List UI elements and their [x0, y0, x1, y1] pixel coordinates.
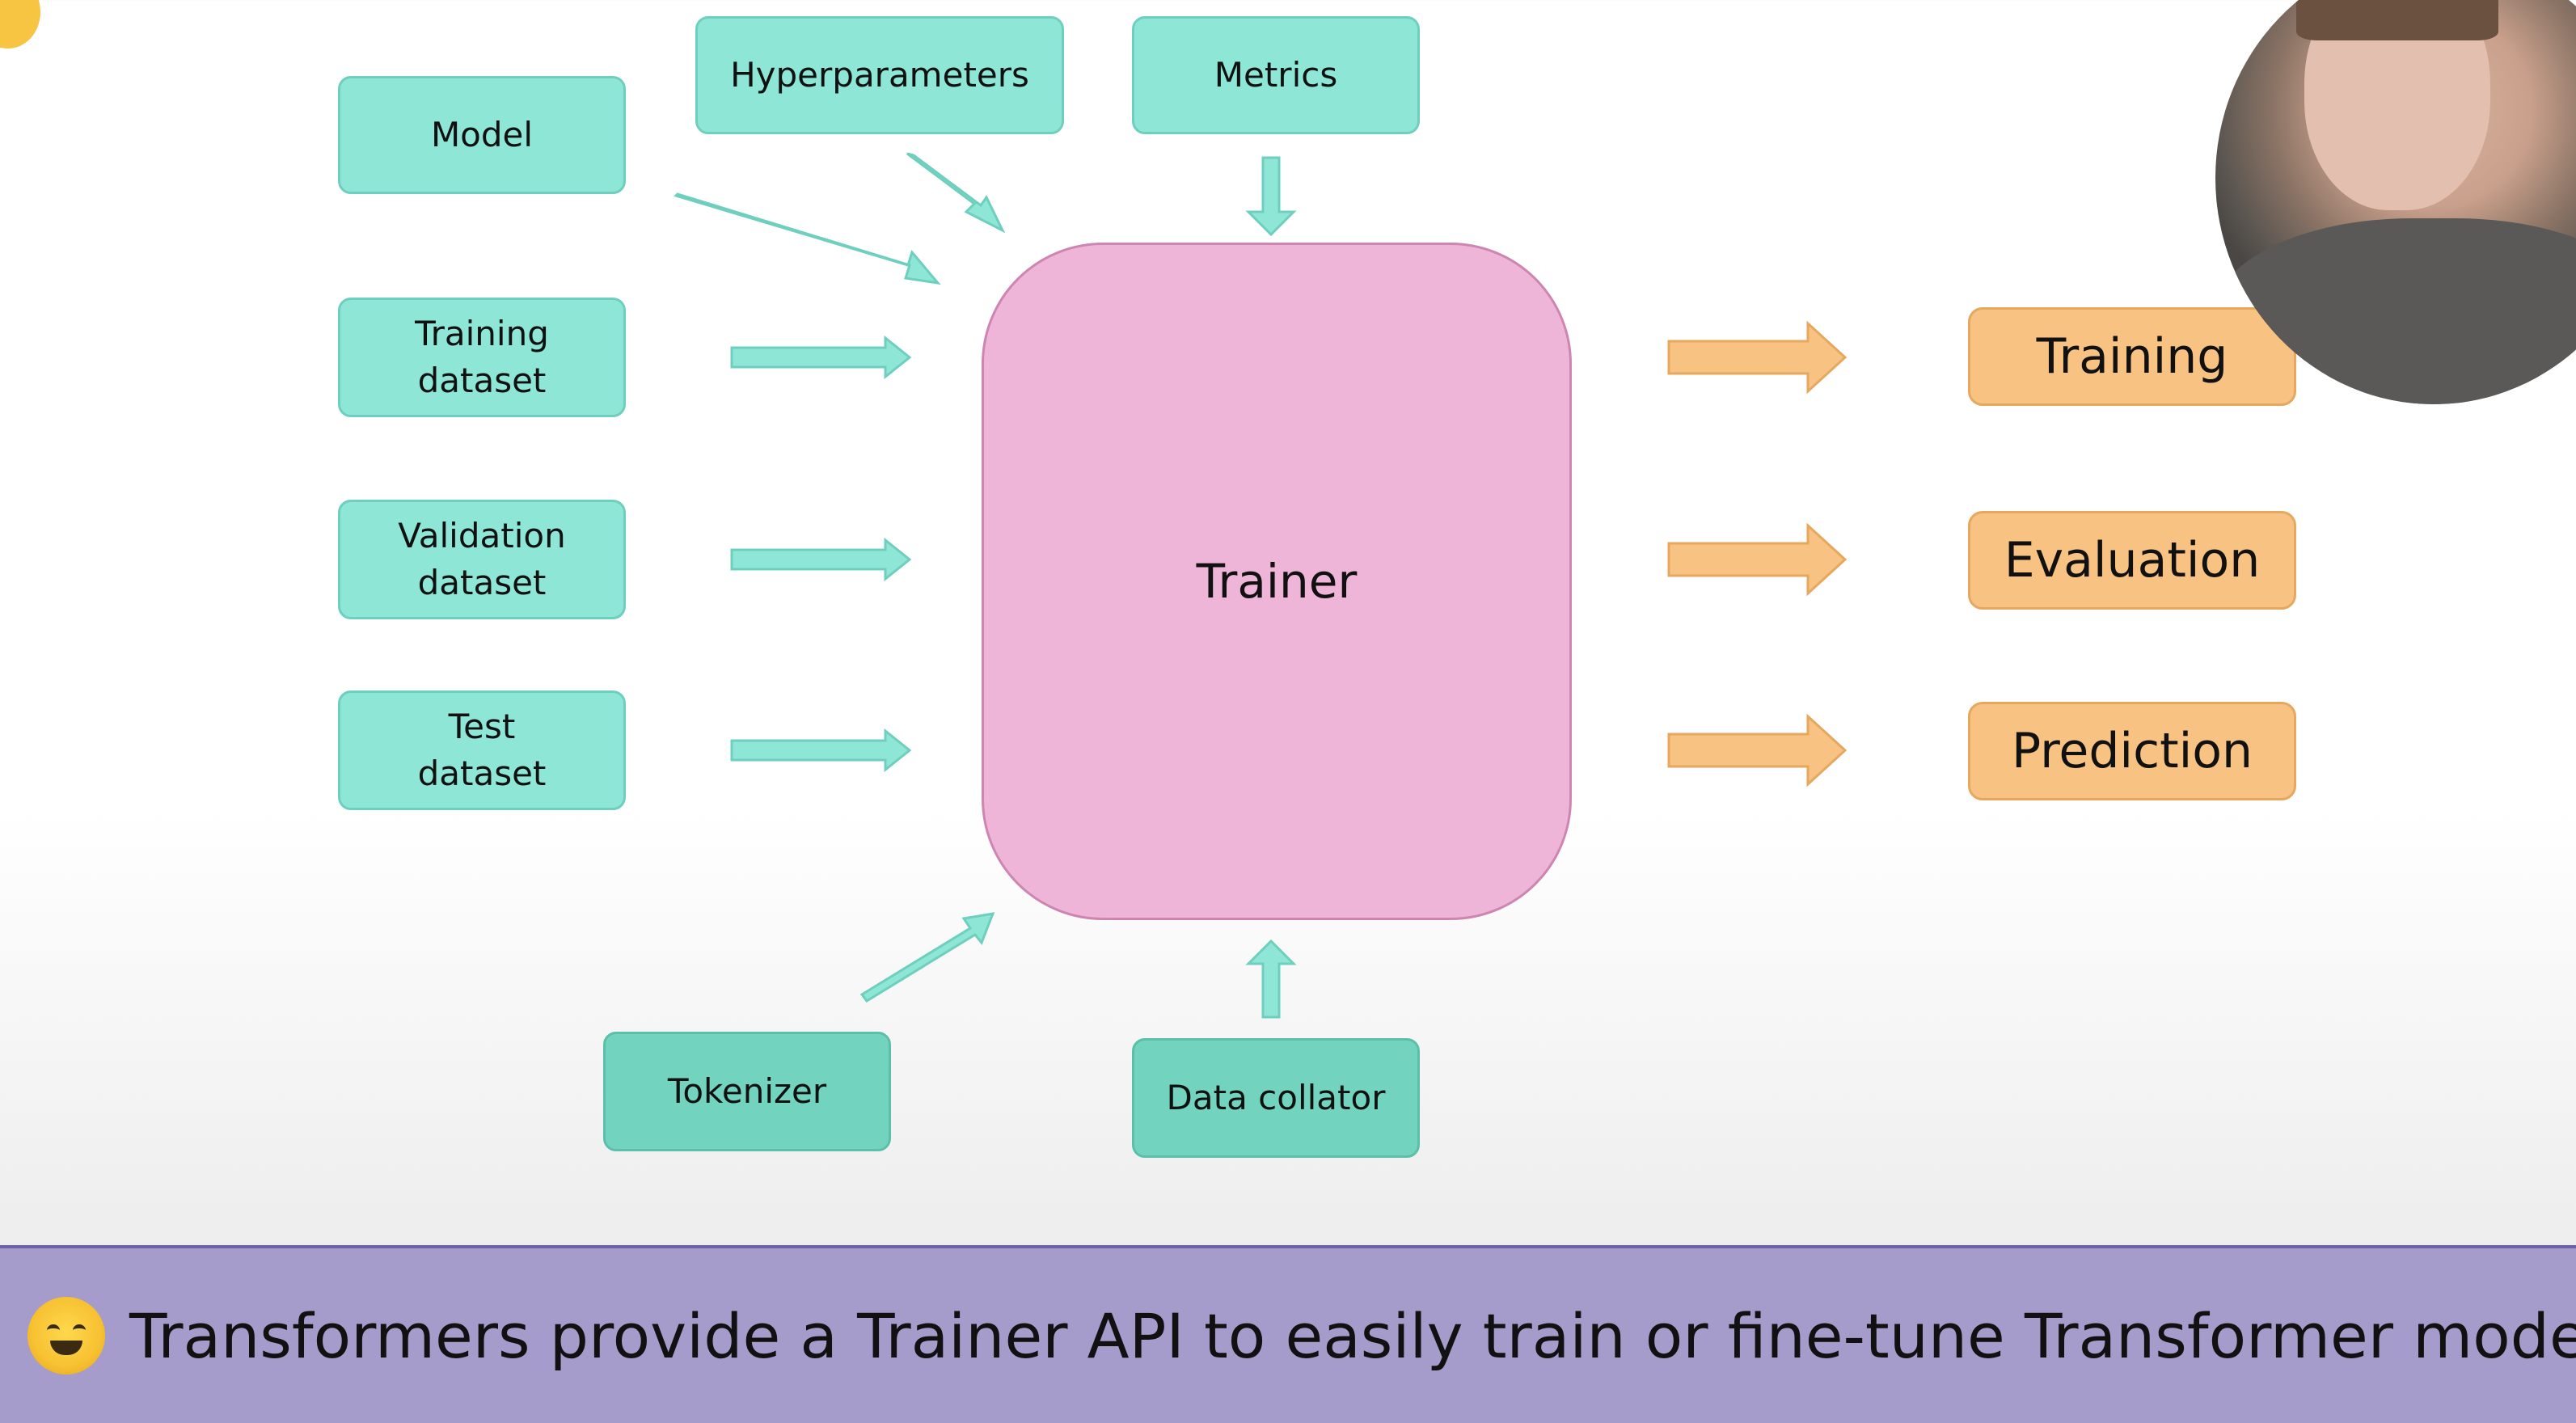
trainer-box: Trainer [982, 243, 1572, 920]
model-box: Model [338, 76, 626, 194]
data-collator-box: Data collator [1132, 1038, 1420, 1158]
data-collator-arrow [1245, 939, 1297, 1019]
validation-dataset-arrow [730, 537, 912, 582]
trainer-label: Trainer [1196, 554, 1358, 609]
model-label: Model [430, 115, 534, 154]
validation-dataset-label: Validation dataset [398, 516, 566, 602]
metrics-box: Metrics [1132, 16, 1420, 134]
diagram: Model Hyperparameters Metrics Training d… [0, 0, 2576, 1158]
presenter-video [2215, 0, 2576, 404]
test-dataset-label: Test dataset [417, 707, 547, 793]
metrics-label: Metrics [1214, 55, 1338, 95]
test-dataset-arrow [730, 728, 912, 773]
training-dataset-box: Training dataset [338, 298, 626, 417]
prediction-output-arrow [1667, 713, 1848, 788]
presenter-shirt [2215, 218, 2576, 404]
evaluation-output-box: Evaluation [1968, 511, 2296, 610]
hyperparameters-label: Hyperparameters [730, 55, 1029, 95]
evaluation-output-arrow [1667, 522, 1848, 597]
hugging-face-icon [27, 1297, 105, 1374]
training-output-label: Training [2036, 328, 2228, 385]
evaluation-output-label: Evaluation [2004, 532, 2261, 589]
training-dataset-arrow [730, 335, 912, 380]
data-collator-label: Data collator [1166, 1078, 1386, 1117]
prediction-output-label: Prediction [2011, 723, 2253, 779]
caption-banner: Transformers provide a Trainer API to ea… [0, 1245, 2576, 1423]
validation-dataset-box: Validation dataset [338, 500, 626, 619]
tokenizer-arrow [859, 912, 995, 1003]
tokenizer-box: Tokenizer [603, 1032, 891, 1151]
caption-text: Transformers provide a Trainer API to ea… [129, 1299, 2576, 1372]
training-output-arrow [1667, 320, 1848, 395]
prediction-output-box: Prediction [1968, 702, 2296, 800]
arrows-layer [674, 152, 1848, 1019]
hyperparameters-box: Hyperparameters [695, 16, 1064, 134]
tokenizer-label: Tokenizer [667, 1071, 827, 1111]
test-dataset-box: Test dataset [338, 690, 626, 810]
model-arrow [674, 192, 941, 285]
metrics-arrow [1245, 156, 1297, 237]
presenter-hair [2296, 0, 2498, 40]
training-dataset-label: Training dataset [415, 314, 549, 400]
hyperparameters-arrow [906, 152, 1006, 234]
